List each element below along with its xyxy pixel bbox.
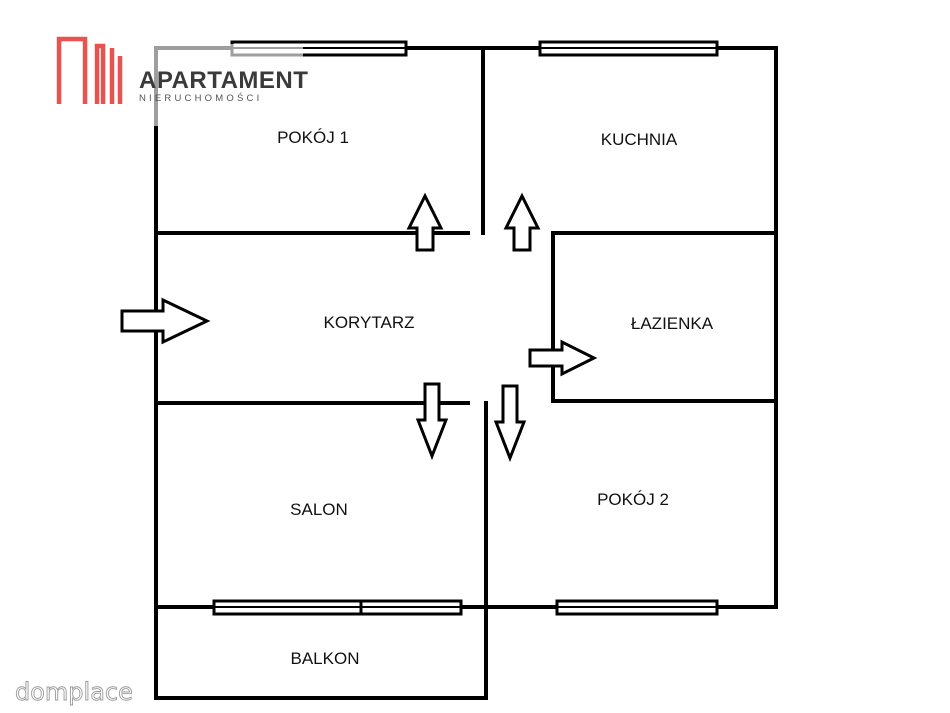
room-label-kuchnia: KUCHNIA [601, 130, 678, 149]
room-label-salon: SALON [290, 500, 348, 519]
room-labels: POKÓJ 1 KUCHNIA KORYTARZ ŁAZIENKA SALON … [277, 128, 714, 668]
room-label-pokoj2: POKÓJ 2 [597, 490, 669, 509]
logo-subtitle: NIERUCHOMOŚCI [139, 92, 262, 104]
logo-name: APARTAMENT [139, 67, 308, 94]
door-arrow-up-kuchnia-icon [503, 192, 541, 252]
door-arrows [120, 192, 598, 463]
door-arrow-right-lazienka-icon [528, 339, 598, 377]
window-pokoj2 [555, 599, 719, 616]
logo: APARTAMENT NIERUCHOMOŚCI [56, 36, 308, 126]
window-salon-left [212, 599, 363, 616]
room-label-lazienka: ŁAZIENKA [631, 314, 714, 333]
logo-mark-icon [56, 36, 123, 104]
room-label-balkon: BALKON [291, 649, 360, 668]
window-kuchnia [538, 40, 719, 57]
door-arrow-down-salon-icon [415, 382, 449, 461]
logo-backdrop [128, 44, 303, 126]
room-label-pokoj1: POKÓJ 1 [277, 128, 349, 147]
door-arrow-down-pokoj2-icon [493, 384, 527, 463]
watermark: domplace [15, 678, 133, 706]
room-label-korytarz: KORYTARZ [324, 313, 415, 332]
window-salon-right [359, 599, 463, 616]
entrance-arrow-icon [120, 297, 211, 345]
door-arrow-up-pokoj1-icon [406, 192, 444, 252]
